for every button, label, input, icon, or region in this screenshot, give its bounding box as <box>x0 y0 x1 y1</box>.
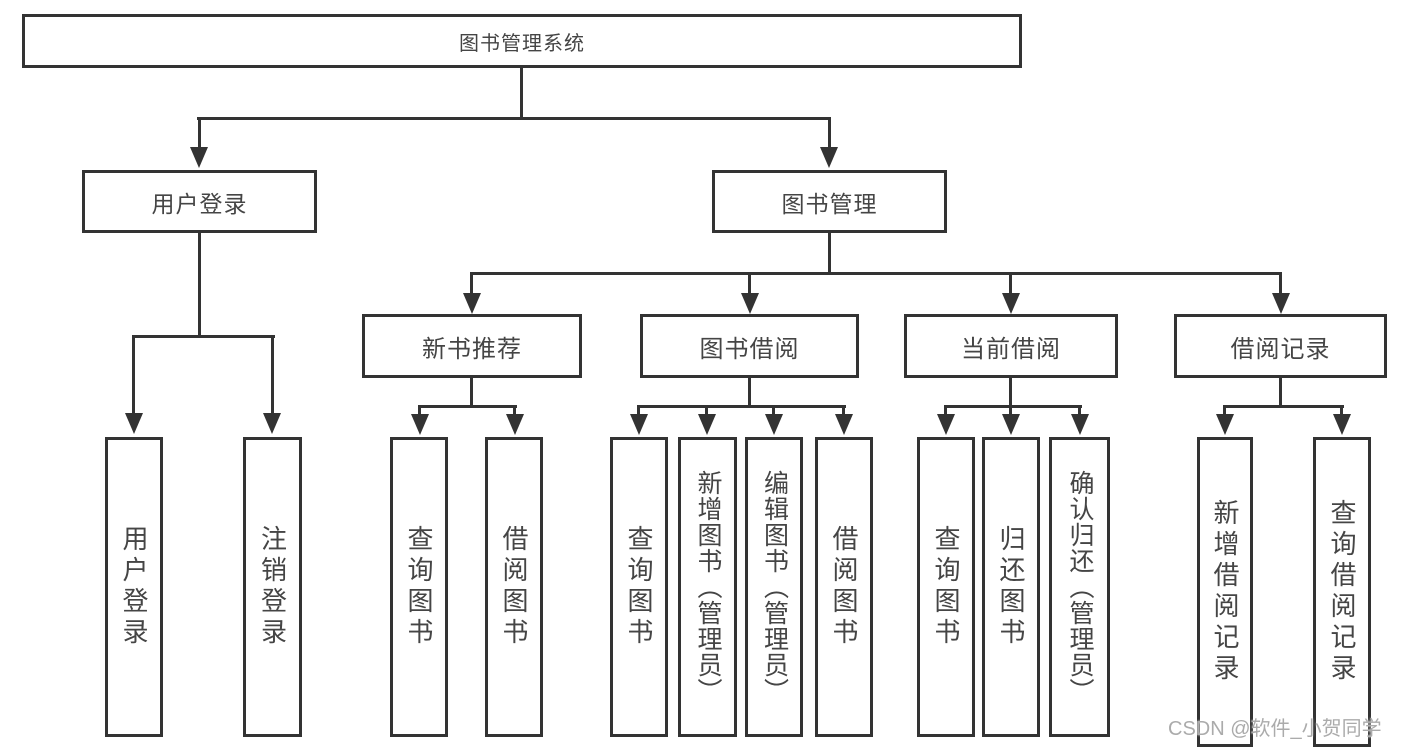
leaf-records-query-record-label: 查询借阅记录 <box>1327 499 1357 685</box>
arrowhead-icon <box>630 414 648 435</box>
arrowhead-icon <box>190 147 208 168</box>
connector-line <box>1279 272 1282 295</box>
connector-line <box>828 231 831 275</box>
leaf-current-confirm-return-admin: 确认归还（管理员） <box>1049 437 1110 737</box>
leaf-borrow-borrow-books: 借阅图书 <box>815 437 873 737</box>
node-borrow-records-label: 借阅记录 <box>1230 335 1331 363</box>
connector-line <box>418 405 517 408</box>
node-book-management: 图书管理 <box>712 170 947 233</box>
leaf-borrow-add-books-admin: 新增图书（管理员） <box>678 437 737 737</box>
node-root-label: 图书管理系统 <box>459 32 585 55</box>
connector-line <box>1009 272 1012 295</box>
connector-line <box>513 405 516 416</box>
connector-line <box>1223 405 1226 416</box>
leaf-current-return-books-label: 归还图书 <box>996 525 1026 649</box>
node-book-borrow-label: 图书借阅 <box>699 335 800 363</box>
arrowhead-icon <box>1002 414 1020 435</box>
leaf-recommend-query-books-label: 查询图书 <box>404 525 434 649</box>
connector-line <box>1340 405 1343 416</box>
arrowhead-icon <box>698 414 716 435</box>
connector-line <box>772 405 775 416</box>
arrowhead-icon <box>506 414 524 435</box>
connector-line <box>748 376 751 407</box>
arrowhead-icon <box>1272 293 1290 314</box>
leaf-recommend-query-books: 查询图书 <box>390 437 448 737</box>
arrowhead-icon <box>1071 414 1089 435</box>
node-borrow-records: 借阅记录 <box>1174 314 1387 378</box>
leaf-borrow-query-books: 查询图书 <box>610 437 668 737</box>
connector-line <box>470 272 1282 275</box>
connector-line <box>944 405 947 416</box>
connector-line <box>132 335 135 415</box>
connector-line <box>1009 376 1012 407</box>
arrowhead-icon <box>463 293 481 314</box>
arrowhead-icon <box>820 147 838 168</box>
node-current-borrow-label: 当前借阅 <box>961 335 1061 363</box>
arrowhead-icon <box>741 293 759 314</box>
leaf-user-login-label: 用户登录 <box>119 525 149 649</box>
leaf-borrow-edit-books-admin-label: 编辑图书（管理员） <box>760 470 789 704</box>
leaf-records-query-record: 查询借阅记录 <box>1313 437 1371 747</box>
leaf-borrow-borrow-books-label: 借阅图书 <box>829 525 859 649</box>
leaf-current-confirm-return-admin-label: 确认归还（管理员） <box>1066 470 1094 704</box>
node-root: 图书管理系统 <box>22 14 1022 68</box>
connector-line <box>705 405 708 416</box>
leaf-recommend-borrow-books-label: 借阅图书 <box>499 525 529 649</box>
leaf-borrow-edit-books-admin: 编辑图书（管理员） <box>745 437 803 737</box>
connector-line <box>828 117 831 149</box>
leaf-recommend-borrow-books: 借阅图书 <box>485 437 543 737</box>
leaf-borrow-query-books-label: 查询图书 <box>624 525 654 649</box>
connector-line <box>470 376 473 407</box>
connector-line <box>1223 405 1344 408</box>
leaf-current-query-books-label: 查询图书 <box>931 525 961 649</box>
arrowhead-icon <box>1216 414 1234 435</box>
connector-line <box>271 335 274 415</box>
connector-line <box>944 405 1082 408</box>
node-book-management-label: 图书管理 <box>781 190 878 217</box>
node-current-borrow: 当前借阅 <box>904 314 1118 378</box>
connector-line <box>418 405 421 416</box>
arrowhead-icon <box>263 413 281 434</box>
leaf-current-return-books: 归还图书 <box>982 437 1040 737</box>
leaf-logout-label: 注销登录 <box>257 525 288 649</box>
connector-line <box>637 405 640 416</box>
connector-line <box>520 66 523 119</box>
arrowhead-icon <box>1002 293 1020 314</box>
arrowhead-icon <box>937 414 955 435</box>
connector-line <box>1009 405 1012 416</box>
leaf-current-query-books: 查询图书 <box>917 437 975 737</box>
node-book-borrow: 图书借阅 <box>640 314 859 378</box>
csdn-watermark: CSDN @软件_小贺同学 <box>1168 718 1382 740</box>
leaf-logout: 注销登录 <box>243 437 302 737</box>
arrowhead-icon <box>765 414 783 435</box>
connector-line <box>197 117 831 120</box>
arrowhead-icon <box>411 414 429 435</box>
connector-line <box>1078 405 1081 416</box>
node-new-book-recommend: 新书推荐 <box>362 314 582 378</box>
connector-line <box>470 272 473 295</box>
node-user-login: 用户登录 <box>82 170 317 233</box>
leaf-records-add-record-label: 新增借阅记录 <box>1210 499 1240 685</box>
leaf-user-login: 用户登录 <box>105 437 163 737</box>
arrowhead-icon <box>125 413 143 434</box>
connector-line <box>198 117 201 149</box>
connector-line <box>842 405 845 416</box>
leaf-borrow-add-books-admin-label: 新增图书（管理员） <box>694 470 722 704</box>
connector-line <box>198 231 201 337</box>
connector-line <box>637 405 846 408</box>
leaf-records-add-record: 新增借阅记录 <box>1197 437 1253 747</box>
node-new-book-recommend-label: 新书推荐 <box>422 335 522 363</box>
arrowhead-icon <box>1333 414 1351 435</box>
arrowhead-icon <box>835 414 853 435</box>
connector-line <box>748 272 751 295</box>
connector-line <box>1279 376 1282 407</box>
connector-line <box>132 335 275 338</box>
node-user-login-label: 用户登录 <box>151 190 248 217</box>
